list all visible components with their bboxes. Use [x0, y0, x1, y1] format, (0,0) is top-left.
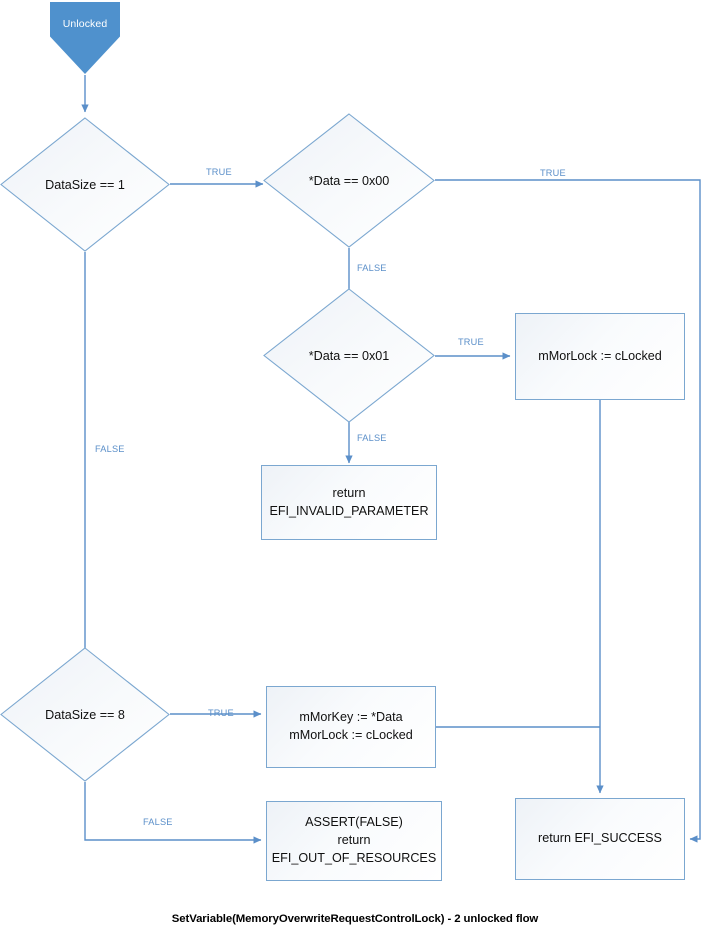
edge-label-datasize1-true: TRUE [206, 167, 232, 177]
edge-label-datasize1-false: FALSE [95, 444, 125, 454]
edge-label-datasize8-false: FALSE [143, 817, 173, 827]
diamond-shape [263, 288, 435, 423]
return-line-2: return [337, 833, 371, 848]
diamond-shape [263, 113, 435, 248]
process-mmorlock-clocked[interactable]: mMorLock := cLocked [515, 313, 685, 400]
diamond-shape [0, 647, 170, 782]
decision-datasize-eq-1[interactable]: DataSize == 1 [0, 117, 170, 252]
decision-datasize-eq-8[interactable]: DataSize == 8 [0, 647, 170, 782]
edge-label-data01-true: TRUE [458, 337, 484, 347]
process-mmorkey-assign[interactable]: mMorKey := *Data mMorLock := cLocked [266, 686, 436, 768]
decision-data-eq-0x01[interactable]: *Data == 0x01 [263, 288, 435, 423]
decision-label: *Data == 0x01 [308, 348, 390, 363]
process-line: mMorLock := cLocked [538, 348, 662, 363]
start-node-unlocked[interactable]: Unlocked [50, 2, 120, 74]
decision-label: DataSize == 8 [45, 707, 125, 722]
edge-label-data01-false: FALSE [357, 433, 387, 443]
process-line-2: mMorLock := cLocked [289, 728, 413, 742]
return-line-1: return [332, 485, 366, 500]
return-efi-success[interactable]: return EFI_SUCCESS [515, 798, 685, 880]
diagram-caption: SetVariable(MemoryOverwriteRequestContro… [171, 913, 539, 925]
decision-label: DataSize == 1 [45, 177, 125, 192]
return-line-1: ASSERT(FALSE) [305, 815, 403, 830]
return-line: return EFI_SUCCESS [538, 831, 662, 846]
edge-label-datasize8-true: TRUE [208, 708, 234, 718]
diamond-shape [0, 117, 170, 252]
edge-label-data00-false: FALSE [357, 263, 387, 273]
return-line-2: EFI_INVALID_PARAMETER [269, 503, 429, 518]
edge-data00-true [435, 179, 701, 843]
return-efi-invalid-parameter[interactable]: return EFI_INVALID_PARAMETER [261, 465, 437, 540]
edge-datasize8-false [84, 782, 262, 844]
process-line-1: mMorKey := *Data [299, 710, 403, 725]
edge-label-data00-true: TRUE [540, 168, 566, 178]
decision-label: *Data == 0x00 [308, 173, 390, 188]
return-efi-out-of-resources[interactable]: ASSERT(FALSE) return EFI_OUT_OF_RESOURCE… [266, 801, 442, 881]
decision-data-eq-0x00[interactable]: *Data == 0x00 [263, 113, 435, 248]
start-node-label: Unlocked [62, 18, 108, 30]
return-line-3: EFI_OUT_OF_RESOURCES [271, 850, 437, 865]
